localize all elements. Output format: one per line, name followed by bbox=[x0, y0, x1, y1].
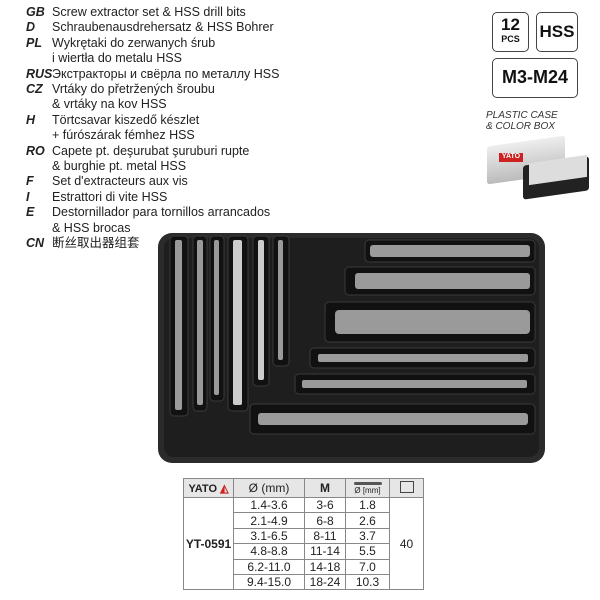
size-range-badge: M3-M24 bbox=[492, 58, 578, 98]
language-description: + fúrószárak fémhez HSS bbox=[52, 128, 195, 143]
language-row: + fúrószárak fémhez HSS bbox=[26, 128, 279, 143]
diameter-cell: 4.8-8.8 bbox=[233, 543, 305, 560]
box-icon bbox=[399, 480, 414, 493]
thread-cell: 6-8 bbox=[304, 512, 346, 529]
language-row: & vrtáky na kov HSS bbox=[26, 97, 279, 112]
language-row: GB Screw extractor set & HSS drill bits bbox=[26, 5, 279, 20]
drill-bit-icon bbox=[353, 481, 382, 485]
language-code: F bbox=[26, 174, 34, 189]
language-row: E Destornillador para tornillos arrancado… bbox=[26, 205, 279, 220]
language-description: Wykrętaki do zerwanych śrub bbox=[52, 35, 216, 50]
language-row: H Törtcsavar kiszedő készlet bbox=[26, 113, 279, 128]
pieces-badge: 12 PCS bbox=[492, 12, 529, 52]
language-code: CZ bbox=[26, 82, 43, 97]
drill-diameter-header: Ø [mm] bbox=[345, 478, 390, 498]
thread-cell: 8-11 bbox=[304, 527, 346, 545]
packaging-line1: PLASTIC CASE bbox=[486, 110, 558, 121]
language-description: i wiertła do metalu HSS bbox=[52, 51, 182, 66]
diameter-cell: 3.1-6.5 bbox=[233, 527, 305, 545]
language-code: RUS bbox=[26, 66, 53, 81]
language-code: CN bbox=[26, 236, 45, 251]
language-row: CZ Vrtáky do přetržených šroubu bbox=[26, 82, 279, 97]
language-code: PL bbox=[26, 35, 42, 50]
language-row: & HSS brocas bbox=[26, 221, 279, 236]
drill-cell: 2.6 bbox=[345, 512, 390, 529]
language-code: D bbox=[26, 20, 36, 35]
language-row: D Schraubenausdrehersatz & HSS Bohrer bbox=[26, 20, 279, 35]
model-cell: YT-0591 bbox=[183, 496, 234, 591]
diameter-cell: 2.1-4.9 bbox=[233, 512, 305, 529]
packaging-image: YATO bbox=[487, 135, 592, 200]
language-description: Экстракторы и свёрла по металлу HSS bbox=[52, 66, 280, 81]
language-code: H bbox=[26, 112, 36, 127]
language-code: GB bbox=[26, 5, 45, 19]
thread-cell: 18-24 bbox=[304, 573, 346, 591]
language-description: & burghie pt. metal HSS bbox=[52, 159, 187, 174]
language-description: Estrattori di vite HSS bbox=[52, 189, 168, 204]
pieces-unit: PCS bbox=[501, 34, 520, 44]
language-description: Schraubenausdrehersatz & HSS Bohrer bbox=[52, 20, 274, 35]
yato-warning-icon: ◭ bbox=[220, 482, 229, 495]
language-description: 断丝取出器组套 bbox=[52, 236, 140, 251]
language-row: RO Capete pt. deşurubat şuruburi rupte bbox=[26, 144, 279, 159]
diameter-header: Ø (mm) bbox=[233, 478, 305, 498]
language-description: & vrtáky na kov HSS bbox=[52, 97, 167, 112]
language-description: Screw extractor set & HSS drill bits bbox=[52, 5, 246, 19]
language-row: F Set d'extracteurs aux vis bbox=[26, 174, 279, 189]
language-code: I bbox=[26, 189, 30, 204]
drill-cell: 3.7 bbox=[345, 527, 390, 545]
box-quantity-cell: 40 bbox=[389, 496, 424, 591]
language-code: RO bbox=[26, 143, 45, 158]
language-description: Destornillador para tornillos arrancados bbox=[52, 205, 271, 220]
diameter-cell: 9.4-15.0 bbox=[233, 573, 305, 591]
language-code: E bbox=[26, 205, 35, 220]
language-description: Capete pt. deşurubat şuruburi rupte bbox=[52, 143, 250, 158]
language-description: Set d'extracteurs aux vis bbox=[52, 174, 188, 189]
brand-header: YATO ◭ bbox=[183, 478, 234, 498]
diameter-cell: 6.2-11.0 bbox=[233, 558, 305, 575]
language-description: & HSS brocas bbox=[52, 220, 131, 235]
thread-cell: 14-18 bbox=[304, 558, 346, 575]
thread-header: M bbox=[304, 478, 346, 498]
material-badge: HSS bbox=[536, 12, 578, 52]
thread-cell: 3-6 bbox=[304, 496, 346, 514]
language-row: CN 断丝取出器组套 bbox=[26, 236, 279, 251]
drill-cell: 1.8 bbox=[345, 496, 390, 514]
box-quantity-header bbox=[389, 478, 424, 498]
drill-cell: 5.5 bbox=[345, 543, 390, 560]
drill-cell: 10.3 bbox=[345, 573, 390, 591]
language-row: PL Wykrętaki do zerwanych śrub bbox=[26, 36, 279, 51]
language-description: Törtcsavar kiszedő készlet bbox=[52, 112, 200, 127]
diameter-cell: 1.4-3.6 bbox=[233, 496, 305, 514]
language-row: & burghie pt. metal HSS bbox=[26, 159, 279, 174]
packaging-logo: YATO bbox=[499, 153, 523, 162]
language-description: Vrtáky do přetržených šroubu bbox=[52, 82, 215, 97]
packaging-line2: & COLOR BOX bbox=[486, 121, 555, 132]
drill-cell: 7.0 bbox=[345, 558, 390, 575]
language-row: i wiertła do metalu HSS bbox=[26, 51, 279, 66]
language-row: I Estrattori di vite HSS bbox=[26, 190, 279, 205]
pieces-count: 12 bbox=[501, 15, 520, 34]
thread-cell: 11-14 bbox=[304, 543, 346, 560]
packaging-label: PLASTIC CASE & COLOR BOX bbox=[486, 110, 558, 132]
